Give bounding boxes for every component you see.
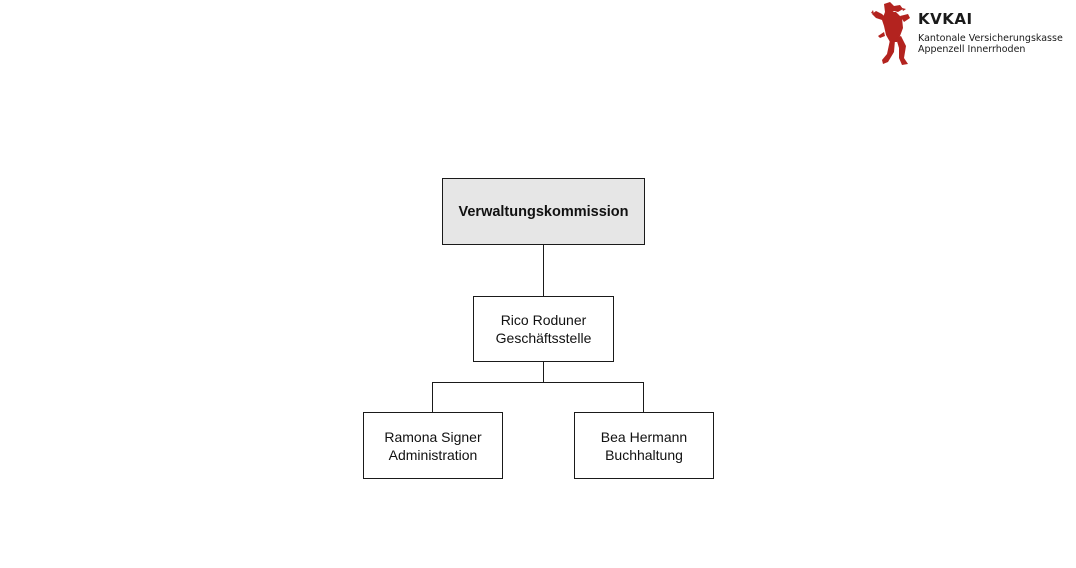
org-box-buchhaltung: Bea Hermann Buchhaltung [574, 412, 714, 479]
org-box-role: Administration [388, 446, 478, 463]
org-box-role: Buchhaltung [605, 446, 683, 463]
connector-horizontal [432, 382, 644, 383]
org-box-verwaltungskommission: Verwaltungskommission [442, 178, 645, 245]
logo-abbreviation: KVKAI [918, 10, 973, 28]
logo-line-1: Kantonale Versicherungskasse [918, 33, 1063, 44]
connector-manager-down [543, 362, 544, 383]
org-box-role: Geschäftsstelle [495, 330, 592, 346]
org-box-title: Verwaltungskommission [458, 203, 629, 220]
org-box-administration: Ramona Signer Administration [363, 412, 503, 479]
org-box-geschaeftsstelle: Rico Roduner Geschäftsstelle [473, 296, 614, 362]
connector-to-left-report [432, 382, 433, 412]
kvkai-logo: KVKAI Kantonale Versicherungskasse Appen… [870, 2, 1074, 66]
bear-icon [871, 2, 910, 65]
org-box-name: Bea Hermann [600, 428, 688, 445]
connector-root-to-manager [543, 245, 544, 296]
org-box-name: Ramona Signer [384, 428, 482, 445]
logo-line-2: Appenzell Innerrhoden [918, 44, 1026, 55]
connector-to-right-report [643, 382, 644, 412]
org-box-name: Rico Roduner [500, 312, 587, 328]
